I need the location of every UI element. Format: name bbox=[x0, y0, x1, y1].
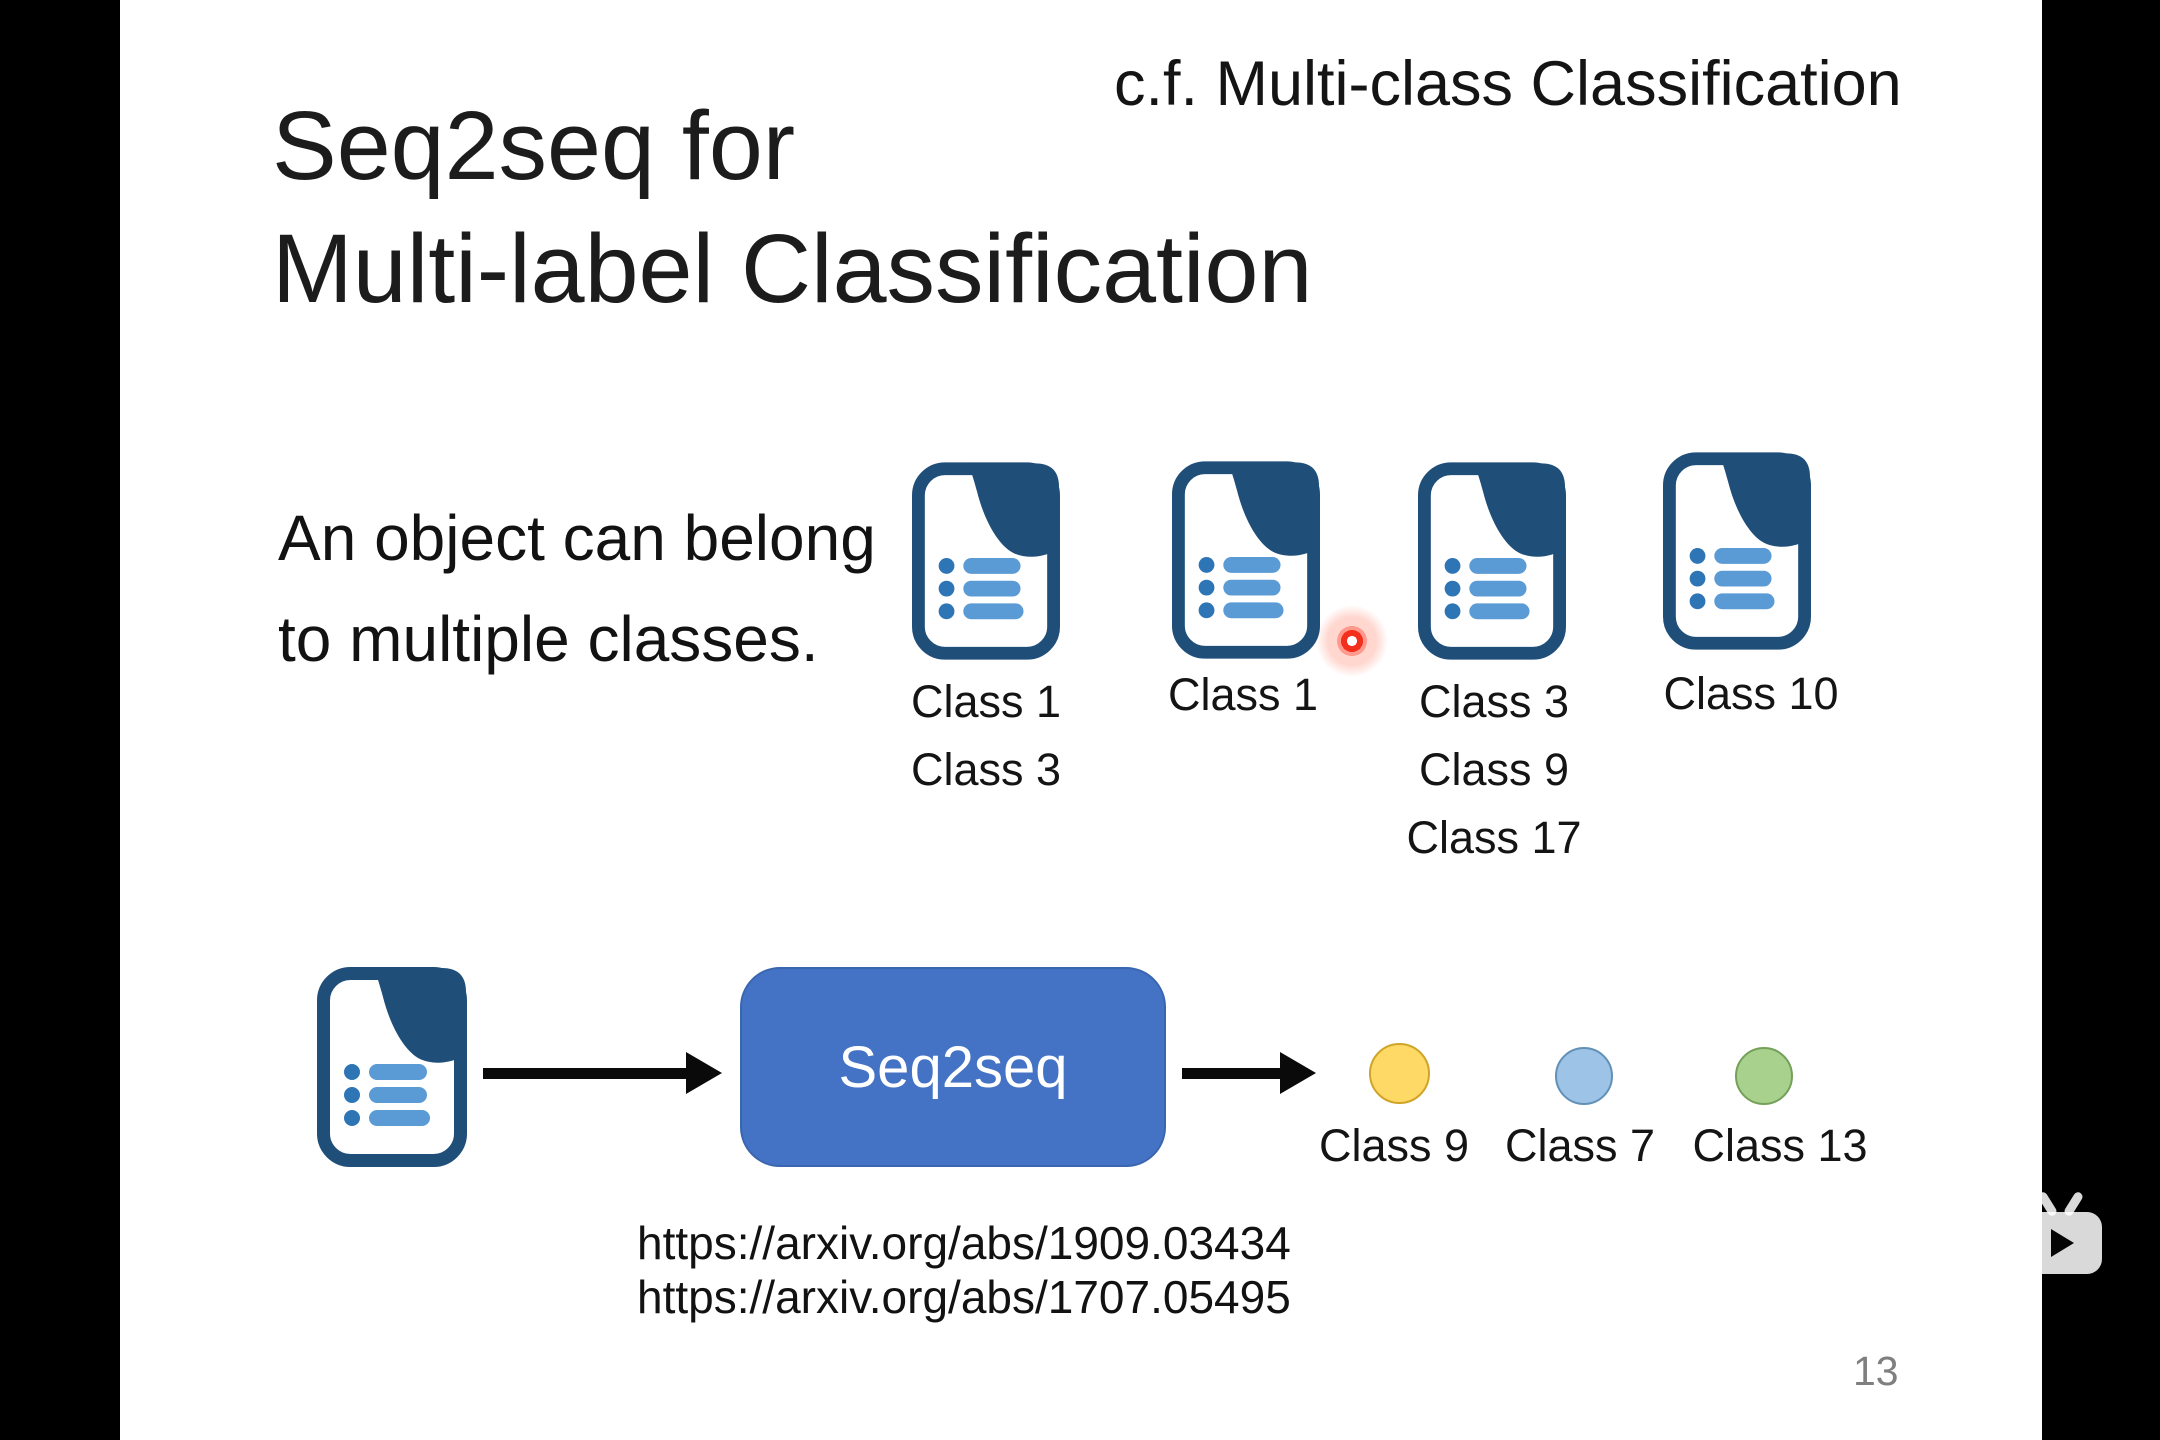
doc-label: Class 3 bbox=[910, 744, 1062, 795]
doc3-labels: Class 3 Class 9 Class 17 bbox=[1406, 668, 1581, 872]
document-icon bbox=[912, 462, 1060, 660]
comparison-note: c.f. Multi-class Classification bbox=[1114, 49, 1902, 119]
class-circle-blue bbox=[1555, 1047, 1613, 1105]
body-line-2: to multiple classes. bbox=[278, 603, 819, 675]
title-line-2: Multi-label Classification bbox=[272, 214, 1313, 323]
output-label: Class 9 bbox=[1318, 1120, 1470, 1171]
doc2-labels: Class 1 bbox=[1168, 661, 1318, 729]
class-circle-yellow bbox=[1369, 1043, 1430, 1104]
reference-link: https://arxiv.org/abs/1707.05495 bbox=[637, 1271, 1291, 1323]
body-text: An object can belong to multiple classes… bbox=[278, 488, 876, 690]
document-icon bbox=[1663, 452, 1811, 650]
doc-label: Class 17 bbox=[1406, 812, 1582, 863]
laser-pointer-dot bbox=[1312, 601, 1392, 681]
pillarbox-right bbox=[2042, 0, 2160, 1440]
doc-label: Class 9 bbox=[1418, 744, 1570, 795]
seq2seq-model-box: Seq2seq bbox=[740, 967, 1166, 1167]
doc-label: Class 1 bbox=[1167, 669, 1319, 720]
seq2seq-model-label: Seq2seq bbox=[838, 1034, 1068, 1100]
doc4-labels: Class 10 bbox=[1663, 660, 1838, 728]
body-line-1: An object can belong bbox=[278, 502, 876, 574]
arrowhead-icon bbox=[686, 1052, 722, 1094]
doc1-labels: Class 1 Class 3 bbox=[911, 668, 1061, 804]
title-line-1: Seq2seq for bbox=[272, 91, 796, 200]
document-icon bbox=[1418, 462, 1566, 660]
reference-link: https://arxiv.org/abs/1909.03434 bbox=[637, 1217, 1291, 1269]
document-icon bbox=[317, 967, 467, 1167]
play-triangle-icon bbox=[2051, 1229, 2074, 1257]
class-circle-green bbox=[1735, 1047, 1793, 1105]
page-number: 13 bbox=[1853, 1348, 1899, 1394]
doc-label: Class 3 bbox=[1418, 676, 1570, 727]
output-label: Class 13 bbox=[1692, 1120, 1868, 1171]
arrow-input-to-model bbox=[483, 1068, 688, 1079]
doc-label: Class 10 bbox=[1663, 668, 1839, 719]
pillarbox-left bbox=[0, 0, 120, 1440]
page-title: Seq2seq for Multi-label Classification bbox=[272, 84, 1312, 330]
document-icon bbox=[1172, 461, 1320, 659]
arrow-model-to-output bbox=[1182, 1068, 1282, 1079]
arrowhead-icon bbox=[1280, 1052, 1316, 1094]
tv-play-icon[interactable] bbox=[2018, 1190, 2102, 1276]
doc-label: Class 1 bbox=[910, 676, 1062, 727]
reference-links: https://arxiv.org/abs/1909.03434 https:/… bbox=[637, 1216, 1291, 1324]
output-label: Class 7 bbox=[1504, 1120, 1656, 1171]
